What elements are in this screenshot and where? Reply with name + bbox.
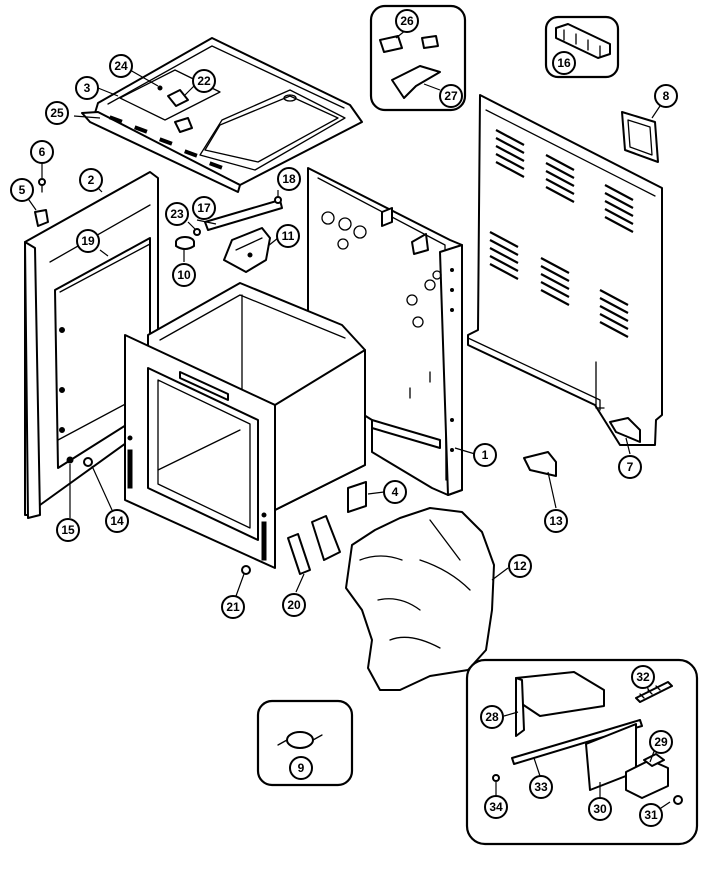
- callout-label: 19: [81, 234, 95, 248]
- callout-label: 29: [654, 735, 668, 749]
- callout-30: 30: [588, 797, 612, 821]
- vent-group-2: [545, 154, 575, 203]
- callout-label: 2: [88, 173, 95, 187]
- callout-label: 20: [287, 598, 301, 612]
- callout-16: 16: [552, 51, 576, 75]
- callout-8: 8: [654, 84, 678, 108]
- callout-10: 10: [172, 263, 196, 287]
- callout-label: 4: [392, 485, 399, 499]
- insulation-blanket-part: [345, 507, 495, 691]
- callout-13: 13: [544, 509, 568, 533]
- part-7-bracket: [609, 417, 641, 443]
- callout-label: 32: [636, 670, 650, 684]
- callout-15: 15: [56, 518, 80, 542]
- callout-31: 31: [639, 803, 663, 827]
- callout-label: 15: [61, 523, 75, 537]
- callout-23: 23: [165, 202, 189, 226]
- part-8-frame: [621, 111, 659, 163]
- callout-17: 17: [192, 196, 216, 220]
- callout-26: 26: [395, 9, 419, 33]
- callout-label: 18: [282, 172, 296, 186]
- callout-label: 21: [226, 600, 240, 614]
- callout-label: 11: [282, 229, 295, 243]
- back-panel-part: [467, 94, 663, 446]
- callout-label: 8: [663, 89, 670, 103]
- callout-21: 21: [221, 595, 245, 619]
- misc-hardware-parts: [241, 451, 557, 575]
- callout-label: 23: [170, 207, 184, 221]
- callout-label: 5: [19, 183, 26, 197]
- oven-cavity-part: [124, 282, 366, 569]
- callout-label: 7: [627, 460, 634, 474]
- callout-24: 24: [109, 54, 133, 78]
- hinge-and-latch-parts: [175, 196, 283, 273]
- callout-label: 28: [485, 710, 499, 724]
- callout-label: 1: [482, 448, 489, 462]
- callout-20: 20: [282, 593, 306, 617]
- inset-box-9: [256, 699, 354, 787]
- callout-5: 5: [10, 178, 34, 202]
- callout-label: 25: [50, 106, 64, 120]
- callout-label: 16: [557, 56, 571, 70]
- callout-label: 10: [177, 268, 191, 282]
- callout-label: 27: [444, 89, 458, 103]
- callout-label: 13: [549, 514, 563, 528]
- callout-9: 9: [289, 756, 313, 780]
- callout-34: 34: [484, 795, 508, 819]
- callout-11: 11: [276, 224, 300, 248]
- callout-2: 2: [79, 168, 103, 192]
- callout-22: 22: [192, 69, 216, 93]
- callout-14: 14: [105, 509, 129, 533]
- vent-group-3: [604, 184, 634, 233]
- callout-25: 25: [45, 101, 69, 125]
- right-side-panel-part: [307, 167, 463, 496]
- callout-label: 3: [84, 81, 91, 95]
- callout-7: 7: [618, 455, 642, 479]
- callout-label: 26: [400, 14, 414, 28]
- callout-12: 12: [508, 554, 532, 578]
- callout-28: 28: [480, 705, 504, 729]
- callout-1: 1: [473, 443, 497, 467]
- vent-group-5: [540, 257, 570, 306]
- callout-19: 19: [76, 229, 100, 253]
- callout-label: 9: [298, 761, 305, 775]
- callout-27: 27: [439, 84, 463, 108]
- callout-6: 6: [30, 140, 54, 164]
- callout-label: 34: [489, 800, 503, 814]
- inset-box-26-27: [369, 4, 467, 112]
- callout-33: 33: [529, 775, 553, 799]
- callout-32: 32: [631, 665, 655, 689]
- callout-label: 14: [110, 514, 124, 528]
- callout-label: 12: [513, 559, 527, 573]
- callout-4: 4: [383, 480, 407, 504]
- vent-group-4: [489, 231, 519, 280]
- callout-label: 31: [644, 808, 658, 822]
- callout-18: 18: [277, 167, 301, 191]
- callout-3: 3: [75, 76, 99, 100]
- callout-29: 29: [649, 730, 673, 754]
- vent-group-1: [495, 129, 525, 178]
- left-small-parts: [34, 178, 93, 467]
- callout-label: 30: [593, 802, 607, 816]
- callout-label: 33: [534, 780, 548, 794]
- callout-label: 22: [197, 74, 211, 88]
- callout-label: 6: [39, 145, 46, 159]
- callout-label: 17: [197, 201, 211, 215]
- vent-group-6: [599, 289, 629, 338]
- top-panel-part: [81, 37, 363, 193]
- inset-box-28-34: [465, 658, 699, 846]
- callout-label: 24: [114, 59, 128, 73]
